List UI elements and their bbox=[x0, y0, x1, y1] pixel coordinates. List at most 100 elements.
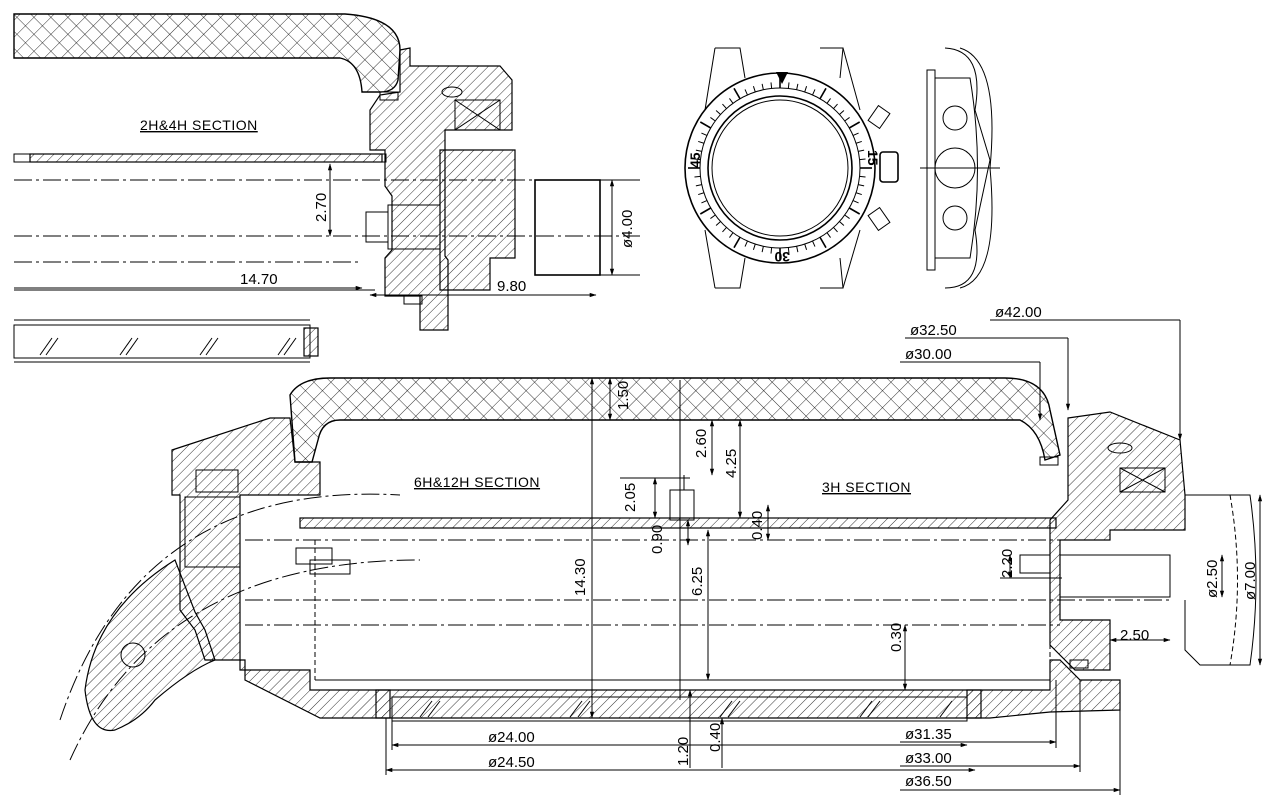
section-titles: 2H&4H SECTION 6H&12H SECTION 3H SECTION bbox=[140, 117, 911, 495]
strap-lug bbox=[84, 559, 216, 732]
bezel-tick bbox=[819, 87, 827, 100]
bezel-tick bbox=[722, 103, 727, 109]
dim-dia-24-00: ø24.00 bbox=[488, 729, 535, 746]
top-crown-tube bbox=[439, 149, 516, 291]
bezel-tick bbox=[844, 214, 850, 219]
dim-0-40-bottom: 0.40 bbox=[707, 723, 724, 752]
dim-4-25: 4.25 bbox=[723, 449, 740, 478]
bezel-number-45: 45 bbox=[687, 152, 703, 168]
bezel-tick bbox=[826, 98, 831, 104]
bezel-tick bbox=[699, 207, 712, 215]
bezel-tick bbox=[744, 240, 748, 247]
bezel-tick bbox=[855, 140, 862, 144]
bezel-tick bbox=[787, 247, 790, 254]
dim-9-80: 9.80 bbox=[497, 278, 526, 295]
bezel-tick bbox=[839, 221, 845, 226]
bezel-tick bbox=[859, 175, 866, 178]
bezel-tick bbox=[752, 86, 756, 93]
bezel-tick bbox=[729, 98, 734, 104]
dim-2-60: 2.60 bbox=[693, 429, 710, 458]
bezel-tick bbox=[710, 214, 716, 219]
dim-2-50: 2.50 bbox=[1120, 627, 1149, 644]
bezel-tick bbox=[761, 246, 764, 253]
watch-side-view bbox=[920, 47, 1000, 289]
bezel-tick bbox=[852, 132, 859, 136]
bezel-number-30: 30 bbox=[774, 249, 790, 265]
bezel-tick bbox=[812, 89, 816, 96]
dim-dia-33-00: ø33.00 bbox=[905, 750, 952, 767]
top-crystal bbox=[13, 13, 401, 93]
dim-dia-4-00: ø4.00 bbox=[619, 210, 636, 248]
bezel-tick bbox=[804, 86, 808, 93]
bezel-tick bbox=[699, 121, 712, 129]
bezel-tick bbox=[715, 110, 721, 115]
dim-1-20: 1.20 bbox=[675, 737, 692, 766]
bezel-tick bbox=[796, 246, 799, 253]
dim-dia-2-50: ø2.50 bbox=[1204, 560, 1221, 598]
dim-dia-32-50: ø32.50 bbox=[910, 322, 957, 339]
bezel-tick bbox=[859, 158, 866, 161]
section-title-3h: 3H SECTION bbox=[822, 479, 911, 495]
main-case-left bbox=[171, 417, 1121, 719]
bezel-tick bbox=[852, 200, 859, 204]
dim-dia-36-50: ø36.50 bbox=[905, 773, 952, 790]
bezel-tick bbox=[858, 184, 865, 187]
bezel-tick bbox=[701, 200, 708, 204]
bezel-tick bbox=[733, 236, 741, 249]
dimension-labels: 2.70 14.70 9.80 ø4.00 ø42.00 ø32.50 ø30.… bbox=[240, 193, 1259, 790]
bezel-tick bbox=[848, 121, 861, 129]
dim-dia-24-50: ø24.50 bbox=[488, 754, 535, 771]
bezel-tick bbox=[826, 232, 831, 238]
dim-14-30: 14.30 bbox=[572, 558, 589, 596]
dim-14-70: 14.70 bbox=[240, 271, 278, 288]
bezel-tick bbox=[729, 232, 734, 238]
bezel-tick bbox=[819, 236, 827, 249]
bezel-tick bbox=[770, 247, 773, 254]
bezel-tick bbox=[752, 243, 756, 250]
bezel-tick bbox=[812, 240, 816, 247]
dim-dia-42-00: ø42.00 bbox=[995, 304, 1042, 321]
bezel-tick bbox=[694, 175, 701, 178]
section-title-6h12h: 6H&12H SECTION bbox=[414, 474, 540, 490]
bezel-tick bbox=[855, 192, 862, 196]
section-main-view bbox=[59, 319, 1263, 795]
dim-dia-30-00: ø30.00 bbox=[905, 346, 952, 363]
bezel-tick bbox=[770, 82, 773, 89]
dim-2-20: 2.20 bbox=[999, 549, 1016, 578]
bezel-tick bbox=[844, 117, 850, 122]
bezel-tick bbox=[694, 158, 701, 161]
dim-2-05: 2.05 bbox=[622, 483, 639, 512]
dim-dia-31-35: ø31.35 bbox=[905, 726, 952, 743]
bezel-tick bbox=[858, 149, 865, 152]
main-case-right bbox=[1049, 411, 1186, 671]
bezel-tick bbox=[796, 83, 799, 90]
bezel-tick bbox=[715, 221, 721, 226]
bezel-tick bbox=[787, 82, 790, 89]
bezel-tick bbox=[833, 227, 838, 233]
bezel-tick bbox=[833, 103, 838, 109]
bezel-tick bbox=[761, 83, 764, 90]
dim-2-70: 2.70 bbox=[313, 193, 330, 222]
dim-0-40-top: 0.40 bbox=[749, 511, 766, 540]
bezel-tick bbox=[701, 132, 708, 136]
bezel-tick bbox=[839, 110, 845, 115]
section-2h4h-view bbox=[13, 13, 640, 363]
bezel-tick bbox=[744, 89, 748, 96]
dim-6-25: 6.25 bbox=[689, 567, 706, 596]
dim-0-90: 0.90 bbox=[649, 525, 666, 554]
bezel-tick bbox=[733, 87, 741, 100]
dim-1-50: 1.50 bbox=[615, 381, 632, 410]
bezel-tick bbox=[804, 243, 808, 250]
bezel-tick bbox=[695, 184, 702, 187]
section-title-2h4h: 2H&4H SECTION bbox=[140, 117, 258, 133]
watch-front-view: 45 15 30 bbox=[684, 47, 899, 289]
bezel-tick bbox=[698, 192, 705, 196]
bezel-tick bbox=[695, 149, 702, 152]
bezel-tick bbox=[698, 140, 705, 144]
bezel-tick bbox=[722, 227, 727, 233]
bezel-tick bbox=[848, 207, 861, 215]
bezel-number-15: 15 bbox=[865, 150, 881, 166]
bezel-tick bbox=[710, 117, 716, 122]
dim-dia-7-00: ø7.00 bbox=[1242, 562, 1259, 600]
